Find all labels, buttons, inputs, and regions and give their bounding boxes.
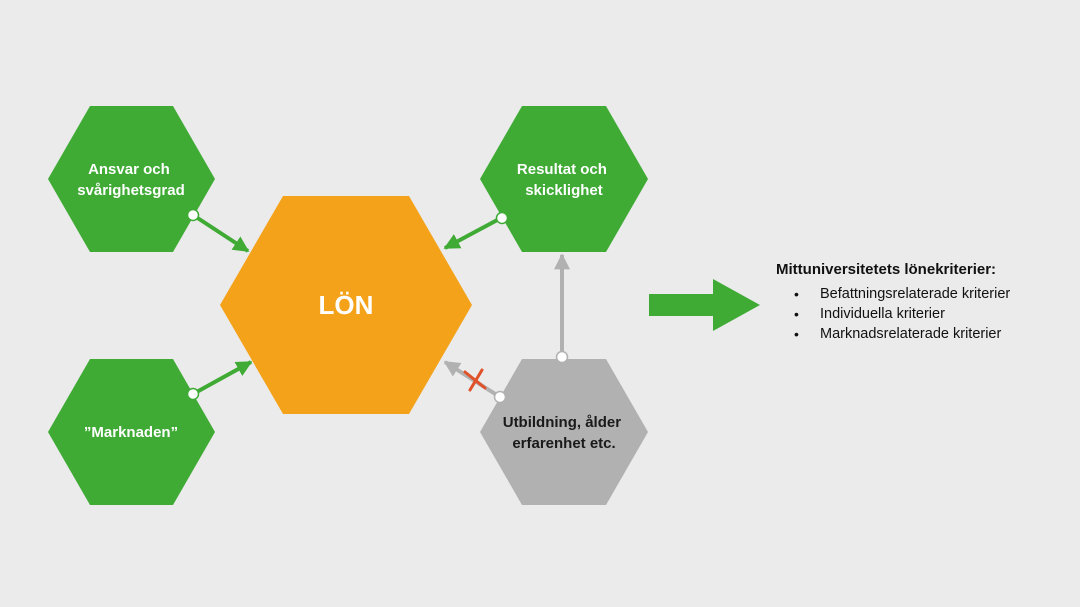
connector-dot [186, 387, 200, 401]
list-item: • Befattningsrelaterade kriterier [794, 284, 1066, 304]
connector-dot [493, 390, 507, 404]
hex-marknaden [48, 359, 215, 505]
hex-lon [220, 196, 472, 414]
hex-label-resultat: Resultat och skicklighet [517, 161, 611, 199]
hex-label-lon: LÖN [319, 290, 374, 320]
hex-label-utbildning: Utbildning, ålder erfarenhet etc. [503, 414, 626, 452]
hex-utbildning [480, 359, 648, 505]
connector-dot [186, 208, 200, 222]
bullet: • [794, 286, 799, 302]
list-item: • Individuella kriterier [794, 304, 1066, 324]
bullet: • [794, 306, 799, 322]
connector-resultat-to-lon [443, 216, 502, 250]
list-item: • Marknadsrelaterade kriterier [794, 324, 1066, 344]
hex-resultat [480, 106, 648, 252]
list-item-label: Marknadsrelaterade kriterier [820, 326, 1002, 342]
connector-dot [555, 350, 569, 364]
hex-label-ansvar: Ansvar och svårighetsgrad [77, 161, 185, 199]
hex-ansvar [48, 106, 215, 252]
connector-ansvar-to-lon [191, 213, 250, 253]
criteria-panel: Mittuniversitetets lönekriterier: • Befa… [776, 261, 1066, 344]
list-item-label: Befattningsrelaterade kriterier [820, 286, 1011, 302]
bullet: • [794, 326, 799, 342]
connector-dot [495, 211, 509, 225]
hex-label-marknaden: ”Marknaden” [84, 424, 178, 441]
criteria-list: • Befattningsrelaterade kriterier • Indi… [776, 284, 1066, 344]
right-arrow-icon [649, 279, 760, 331]
cross-icon [463, 368, 487, 392]
connector-marknaden-to-lon [192, 360, 253, 396]
criteria-title: Mittuniversitetets lönekriterier: [776, 261, 997, 278]
list-item-label: Individuella kriterier [820, 306, 945, 322]
